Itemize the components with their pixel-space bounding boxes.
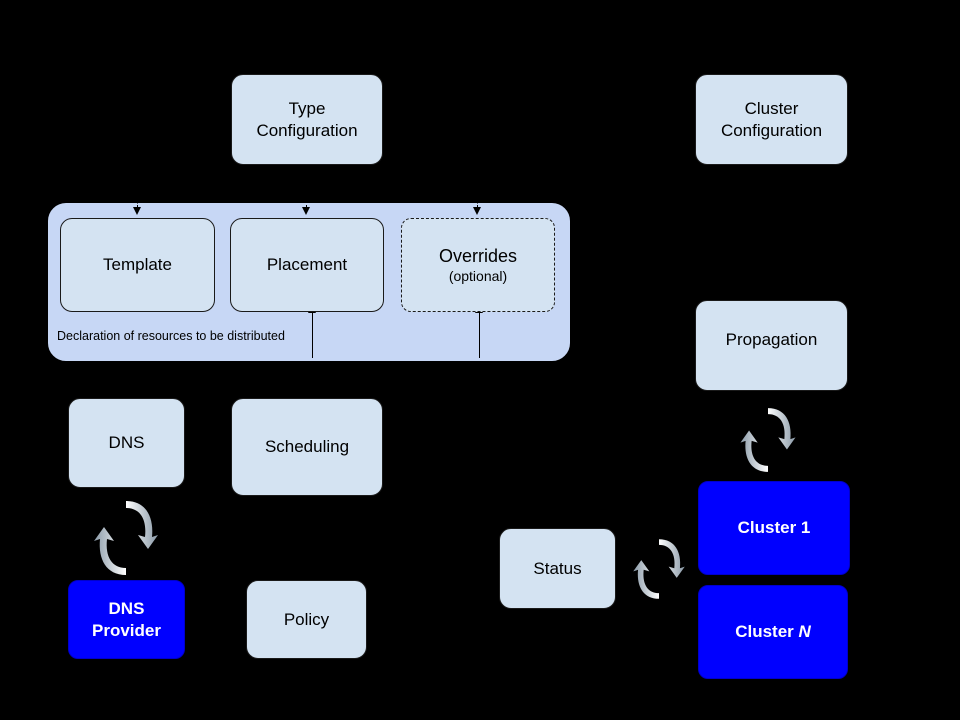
node-cluster-n[interactable]: Cluster N	[698, 585, 848, 679]
node-dns-label: DNS	[108, 433, 145, 453]
node-overrides-line2: (optional)	[448, 267, 508, 284]
node-policy[interactable]: Policy	[246, 580, 367, 659]
connector-typeconfig-placement-line	[306, 168, 307, 208]
connector-typeconfig-overrides-line	[477, 196, 478, 208]
connector-policy-overrides-line	[479, 312, 480, 358]
sync-icon	[737, 400, 799, 480]
node-cluster-configuration[interactable]: Cluster Configuration	[695, 74, 848, 165]
node-scheduling[interactable]: Scheduling	[231, 398, 383, 496]
cluster-n-prefix: Cluster	[735, 622, 799, 642]
sync-icon	[630, 530, 688, 608]
node-template-label: Template	[103, 255, 172, 275]
node-propagation[interactable]: Propagation	[695, 300, 848, 391]
cluster-n-suffix: N	[798, 622, 811, 642]
node-dns[interactable]: DNS	[68, 398, 185, 488]
node-placement[interactable]: Placement	[230, 218, 384, 312]
node-dns-provider-label: DNS Provider	[92, 598, 161, 641]
node-type-configuration-label: Type Configuration	[256, 98, 357, 141]
connector-typeconfig-template-arrow	[133, 207, 141, 215]
node-overrides[interactable]: Overrides (optional)	[401, 218, 555, 312]
connector-typeconfig-template-line	[137, 196, 138, 208]
node-scheduling-label: Scheduling	[264, 437, 350, 457]
node-overrides-label: Overrides (optional)	[439, 245, 517, 285]
node-status[interactable]: Status	[499, 528, 616, 609]
node-status-label: Status	[533, 558, 582, 578]
node-policy-label: Policy	[283, 609, 330, 629]
node-cluster-1-label: Cluster 1	[738, 517, 811, 538]
node-propagation-label: Propagation	[725, 330, 818, 349]
sync-icon	[90, 497, 162, 579]
cluster-config-line2: Configuration	[720, 120, 823, 140]
node-cluster-1[interactable]: Cluster 1	[698, 481, 850, 575]
cluster-1-suffix: 1	[800, 518, 811, 538]
group-caption: Declaration of resources to be distribut…	[57, 329, 285, 343]
connector-typeconfig-placement-arrow	[302, 207, 310, 215]
node-overrides-line1: Overrides	[438, 246, 518, 266]
type-config-line2: Configuration	[256, 120, 358, 140]
node-template[interactable]: Template	[60, 218, 215, 312]
connector-typeconfig-overrides-arrow	[473, 207, 481, 215]
cluster-config-line1: Cluster	[744, 99, 799, 119]
cluster-1-prefix: Cluster	[737, 518, 801, 538]
node-cluster-n-label: Cluster N	[735, 621, 811, 642]
connector-scheduling-placement-line	[312, 312, 313, 358]
node-placement-label: Placement	[266, 255, 348, 275]
node-dns-provider[interactable]: DNS Provider	[68, 580, 185, 659]
dns-provider-line2: Provider	[92, 620, 161, 640]
type-config-line1: Type	[288, 99, 326, 119]
node-cluster-configuration-label: Cluster Configuration	[721, 98, 822, 141]
dns-provider-line1: DNS	[108, 599, 145, 619]
node-type-configuration[interactable]: Type Configuration	[231, 74, 383, 165]
